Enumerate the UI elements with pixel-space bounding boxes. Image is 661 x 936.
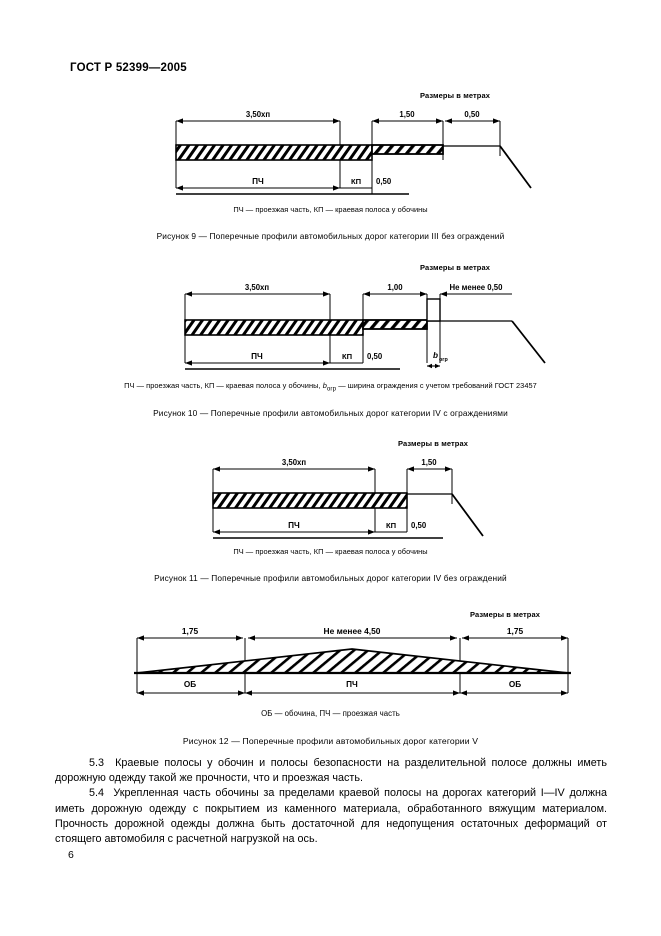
figure-12-units-note: Размеры в метрах (470, 610, 541, 619)
clause-5-3-text: Краевые полосы у обочин и полосы безопас… (55, 757, 608, 785)
figure-11-dim-carriageway: 3,50хп (282, 458, 307, 467)
clause-5-3: 5.3 Краевые полосы у обочин и полосы без… (55, 756, 607, 786)
figure-12-legend: ОБ — обочина, ПЧ — проезжая часть (261, 709, 400, 718)
figure-10-label-edge-strip: КП (342, 352, 352, 361)
figure-9-dim-edge-strip: 0,50 (376, 177, 392, 186)
figure-10-dim-barrier: b (433, 351, 438, 360)
figure-10-legend-tail: — ширина ограждения с учетом требований … (336, 381, 537, 390)
figure-9-drawing: Размеры в метрах 3,50хп 1,50 0,50 (175, 91, 532, 195)
figure-9-dim-carriageway: 3,50хп (246, 110, 271, 119)
figure-9-dim-outer: 0,50 (464, 110, 480, 119)
figure-12-caption: Рисунок 12 — Поперечные профили автомоби… (182, 736, 479, 746)
figure-10: Размеры в метрах 3,50хп 1,00 Не менее 0,… (0, 258, 661, 418)
figure-11-drawing: Размеры в метрах 3,50хп 1,50 ПЧ КП 0,50 (212, 439, 484, 539)
figure-10-dim-outer: Не менее 0,50 (450, 283, 504, 292)
clause-5-4-number: 5.4 (89, 787, 105, 800)
figure-9-caption: Рисунок 9 — Поперечные профили автомобил… (156, 231, 505, 241)
figure-9: Размеры в метрах 3,50хп 1,50 0,50 (0, 88, 661, 241)
figure-11-label-edge-strip: КП (386, 521, 396, 530)
clause-5-4-text: Укрепленная часть обочины за пределами к… (55, 787, 607, 846)
figure-10-dim-carriageway: 3,50хп (245, 283, 270, 292)
figure-11-dim-edge-strip: 0,50 (411, 521, 427, 530)
figure-10-legend: ПЧ — проезжая часть, КП — краевая полоса… (0, 381, 661, 392)
figure-10-legend-symbol-sub: огр (326, 385, 337, 393)
clause-section: 5.3 Краевые полосы у обочин и полосы без… (55, 756, 607, 847)
figure-12-label-left-shoulder: ОБ (184, 680, 196, 689)
clause-5-4: 5.4 Укрепленная часть обочины за предела… (55, 786, 607, 847)
figure-11-label-carriageway: ПЧ (288, 521, 300, 530)
figure-9-legend: ПЧ — проезжая часть, КП — краевая полоса… (233, 205, 428, 214)
figure-12-dim-right-shoulder: 1,75 (507, 626, 524, 636)
figure-11-units-note: Размеры в метрах (398, 439, 469, 448)
figure-10-drawing: Размеры в метрах 3,50хп 1,00 Не менее 0,… (184, 263, 546, 370)
figure-12-label-right-shoulder: ОБ (509, 680, 521, 689)
figure-11-caption: Рисунок 11 — Поперечные профили автомоби… (154, 573, 507, 583)
figure-11: Размеры в метрах 3,50хп 1,50 ПЧ КП 0,50 (0, 432, 661, 583)
figure-9-units-note: Размеры в метрах (420, 91, 491, 100)
figure-10-dim-shoulder: 1,00 (387, 283, 403, 292)
figure-9-label-carriageway: ПЧ (252, 177, 264, 186)
figure-10-dim-edge-strip: 0,50 (367, 352, 383, 361)
standard-header: ГОСТ Р 52399—2005 (70, 62, 187, 74)
figure-10-caption: Рисунок 10 — Поперечные профили автомоби… (153, 408, 508, 419)
figure-10-legend-main: ПЧ — проезжая часть, КП — краевая полоса… (124, 381, 323, 390)
page-number: 6 (68, 849, 74, 861)
figure-10-units-note: Размеры в метрах (420, 263, 491, 272)
figure-11-dim-shoulder: 1,50 (421, 458, 437, 467)
figure-10-legend-symbol: b (322, 381, 327, 390)
figure-12-drawing: Размеры в метрах 1,75 Не менее 4,50 1,75 (134, 610, 571, 696)
figure-12-dim-left-shoulder: 1,75 (182, 626, 199, 636)
figure-9-dim-shoulder: 1,50 (399, 110, 415, 119)
figure-10-label-carriageway: ПЧ (251, 352, 263, 361)
figure-12-label-carriageway: ПЧ (346, 680, 358, 689)
figure-12-dim-carriageway: Не менее 4,50 (324, 626, 381, 636)
figure-12: Размеры в метрах 1,75 Не менее 4,50 1,75 (0, 605, 661, 746)
figure-10-dim-barrier-sub: огр (439, 357, 449, 363)
clause-5-3-number: 5.3 (89, 757, 105, 769)
figure-9-label-edge-strip: КП (351, 177, 361, 186)
figure-11-legend: ПЧ — проезжая часть, КП — краевая полоса… (233, 547, 428, 556)
